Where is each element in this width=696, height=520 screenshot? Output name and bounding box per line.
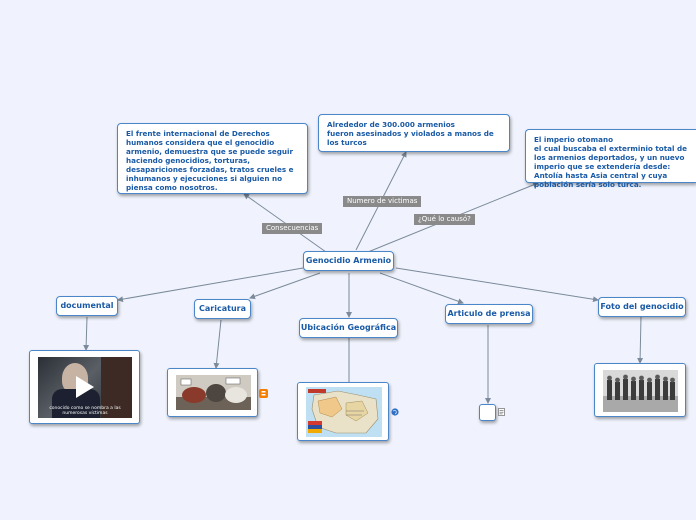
node-consecuencias[interactable]: El frente internacional de Derechos huma… (117, 123, 308, 194)
link-foto (395, 267, 599, 303)
video-caption: conocido como se nombra a las numerosas … (49, 406, 121, 416)
consecuencias-text: El frente internacional de Derechos huma… (126, 129, 294, 192)
causa-line-2: el cual buscaba el exterminio total de l… (534, 144, 688, 189)
video-thumbnail[interactable]: conocido como se nombra a las numerosas … (38, 357, 132, 418)
tag-numero-victimas[interactable]: Numero de victimas (343, 196, 422, 207)
link-foto-img (637, 316, 644, 364)
map-image (306, 387, 382, 437)
globe-link-icon[interactable] (391, 408, 399, 416)
node-documental[interactable]: documental (56, 296, 118, 316)
node-articulo-prensa[interactable]: Articulo de prensa (445, 304, 533, 324)
play-icon[interactable] (74, 375, 96, 399)
caricatura-image-node[interactable] (167, 368, 258, 417)
node-ubicacion-geografica[interactable]: Ubicación Geográfica (299, 318, 398, 338)
historical-photo (603, 370, 678, 412)
link-caricatura (249, 272, 321, 300)
victimas-line-1: Alrededor de 300.000 armenios (327, 120, 455, 129)
documental-video-node[interactable]: conocido como se nombra a las numerosas … (29, 350, 140, 424)
articulo-attachment-node[interactable] (479, 404, 496, 421)
link-documental (117, 267, 304, 303)
ubicacion-map-node[interactable] (297, 382, 389, 441)
node-caricatura[interactable]: Caricatura (194, 299, 251, 319)
foto-image-node[interactable] (594, 363, 686, 417)
link-documental-img (83, 316, 90, 351)
link-articulo (379, 272, 464, 305)
tag-que-lo-causo[interactable]: ¿Qué lo causó? (414, 214, 475, 225)
central-topic[interactable]: Genocidio Armenio (303, 251, 394, 271)
tag-consecuencias[interactable]: Consecuencias (262, 223, 323, 234)
document-icon[interactable] (498, 408, 505, 416)
causa-line-1: El imperio otomano (534, 135, 614, 144)
blogger-icon[interactable] (259, 389, 268, 398)
node-foto-genocidio[interactable]: Foto del genocidio (598, 297, 686, 317)
victimas-line-2: fueron asesinados y violados a manos de … (327, 129, 494, 147)
link-caricatura-img (213, 319, 222, 369)
caricatura-image (176, 375, 251, 410)
node-causa[interactable]: El imperio otomano el cual buscaba el ex… (525, 129, 696, 189)
node-numero-victimas[interactable]: Alrededor de 300.000 armenios fueron ase… (318, 114, 510, 152)
